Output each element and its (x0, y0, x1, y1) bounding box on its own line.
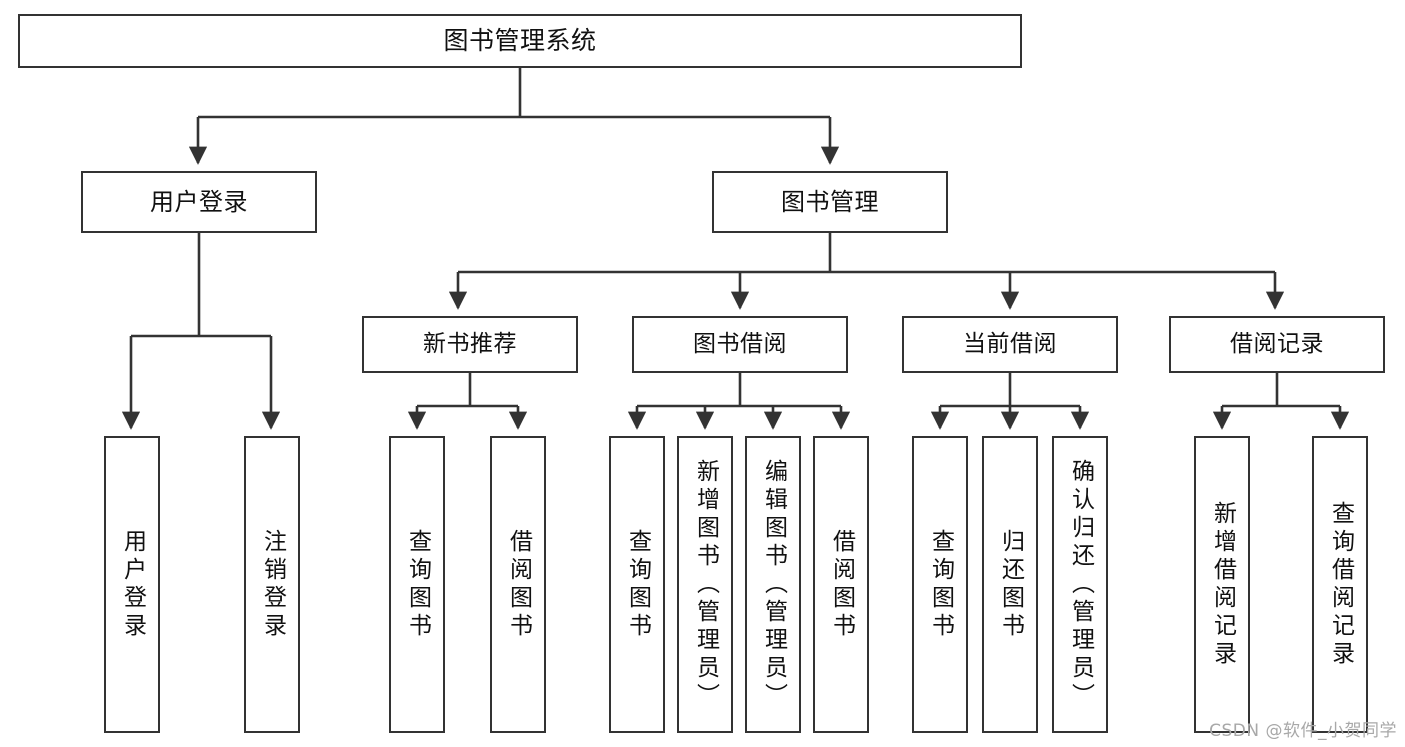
node-leaf-query-book-1[interactable]: 查询图书 (389, 436, 445, 733)
node-leaf-borrow-book-1[interactable]: 借阅图书 (490, 436, 546, 733)
node-leaf-edit-book[interactable]: 编辑图书（管理员） (745, 436, 801, 733)
node-book-borrow[interactable]: 图书借阅 (632, 316, 848, 373)
node-new-book-recommend-label: 新书推荐 (423, 330, 517, 357)
node-current-borrow[interactable]: 当前借阅 (902, 316, 1118, 373)
node-leaf-edit-book-label: 编辑图书（管理员） (760, 458, 787, 711)
node-leaf-add-book[interactable]: 新增图书（管理员） (677, 436, 733, 733)
node-leaf-borrow-book-2-label: 借阅图书 (828, 528, 855, 641)
node-current-borrow-label: 当前借阅 (963, 330, 1057, 357)
node-new-book-recommend[interactable]: 新书推荐 (362, 316, 578, 373)
node-leaf-add-book-label: 新增图书（管理员） (692, 458, 719, 711)
node-leaf-borrow-book-1-label: 借阅图书 (505, 528, 532, 641)
node-leaf-query-book-1-label: 查询图书 (404, 528, 431, 641)
csdn-watermark: CSDN @软件_小贺同学 (1209, 721, 1397, 741)
node-leaf-logout-label: 注销登录 (259, 528, 286, 641)
node-borrow-record-label: 借阅记录 (1230, 330, 1324, 357)
node-borrow-record[interactable]: 借阅记录 (1169, 316, 1385, 373)
node-root[interactable]: 图书管理系统 (18, 14, 1022, 68)
node-leaf-return-book[interactable]: 归还图书 (982, 436, 1038, 733)
node-leaf-confirm-return[interactable]: 确认归还（管理员） (1052, 436, 1108, 733)
node-leaf-query-record-label: 查询借阅记录 (1327, 500, 1354, 669)
node-book-manage-label: 图书管理 (781, 187, 879, 216)
node-leaf-add-record-label: 新增借阅记录 (1209, 500, 1236, 669)
node-leaf-add-record[interactable]: 新增借阅记录 (1194, 436, 1250, 733)
node-leaf-query-book-3-label: 查询图书 (927, 528, 954, 641)
node-leaf-user-login-label: 用户登录 (119, 528, 146, 641)
node-leaf-query-book-3[interactable]: 查询图书 (912, 436, 968, 733)
node-leaf-user-login[interactable]: 用户登录 (104, 436, 160, 733)
node-book-borrow-label: 图书借阅 (693, 330, 787, 357)
node-leaf-query-book-2[interactable]: 查询图书 (609, 436, 665, 733)
node-leaf-logout[interactable]: 注销登录 (244, 436, 300, 733)
node-leaf-return-book-label: 归还图书 (997, 528, 1024, 641)
node-leaf-query-record[interactable]: 查询借阅记录 (1312, 436, 1368, 733)
node-user-login-label: 用户登录 (150, 187, 248, 216)
node-leaf-borrow-book-2[interactable]: 借阅图书 (813, 436, 869, 733)
node-leaf-query-book-2-label: 查询图书 (624, 528, 651, 641)
node-root-label: 图书管理系统 (443, 26, 597, 56)
node-user-login[interactable]: 用户登录 (81, 171, 317, 233)
node-leaf-confirm-return-label: 确认归还（管理员） (1067, 458, 1094, 711)
node-book-manage[interactable]: 图书管理 (712, 171, 948, 233)
